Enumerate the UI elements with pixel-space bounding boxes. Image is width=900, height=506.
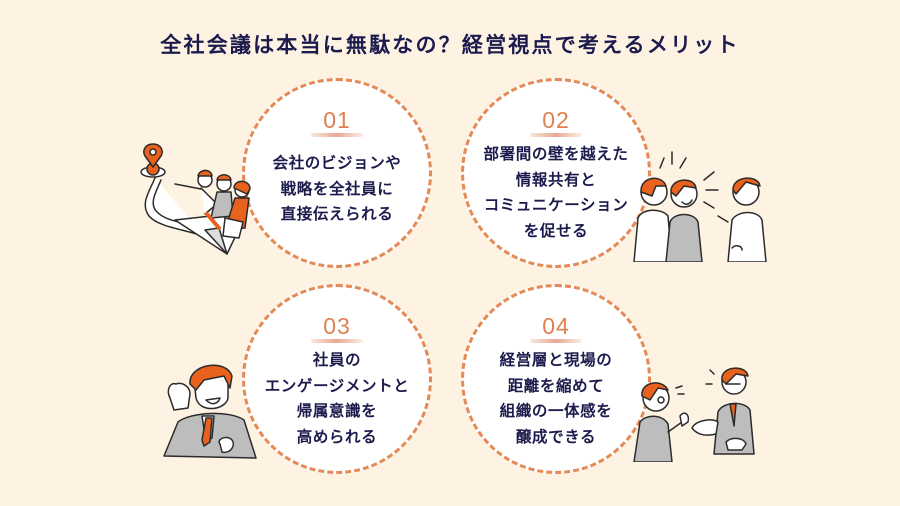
coworkers-talking-illustration: [633, 151, 767, 262]
merit-card-02: 02 部署間の壁を越えた 情報共有と コミュニケーション を促せる: [461, 78, 651, 268]
motivated-businessman-illustration: [163, 364, 257, 459]
merit-number: 04: [542, 313, 570, 339]
merit-card-04: 04 経営層と現場の 距離を縮めて 組織の一体感を 醸成できる: [461, 284, 651, 474]
merit-text: 部署間の壁を越えた 情報共有と コミュニケーション を促せる: [483, 145, 629, 240]
merit-card-01: 01 会社のビジョンや 戦略を全社員に 直接伝えられる: [242, 78, 432, 268]
number-underline: [530, 339, 582, 343]
number-underline: [311, 133, 363, 137]
merit-number: 03: [323, 313, 351, 339]
manager-staff-handshake-illustration: [633, 367, 755, 462]
number-underline: [530, 133, 582, 137]
merit-number: 02: [542, 107, 570, 133]
merit-number: 01: [323, 107, 351, 133]
paper-plane-team-illustration: [140, 143, 251, 255]
merit-text: 社員の エンゲージメントと 帰属意識を 高められる: [264, 351, 410, 446]
merit-text: 会社のビジョンや 戦略を全社員に 直接伝えられる: [272, 154, 402, 223]
merit-card-03: 03 社員の エンゲージメントと 帰属意識を 高められる: [242, 284, 432, 474]
page-title: 全社会議は本当に無駄なの？経営視点で考えるメリット: [160, 33, 740, 57]
number-underline: [311, 339, 363, 343]
merit-text: 経営層と現場の 距離を縮めて 組織の一体感を 醸成できる: [499, 351, 613, 446]
